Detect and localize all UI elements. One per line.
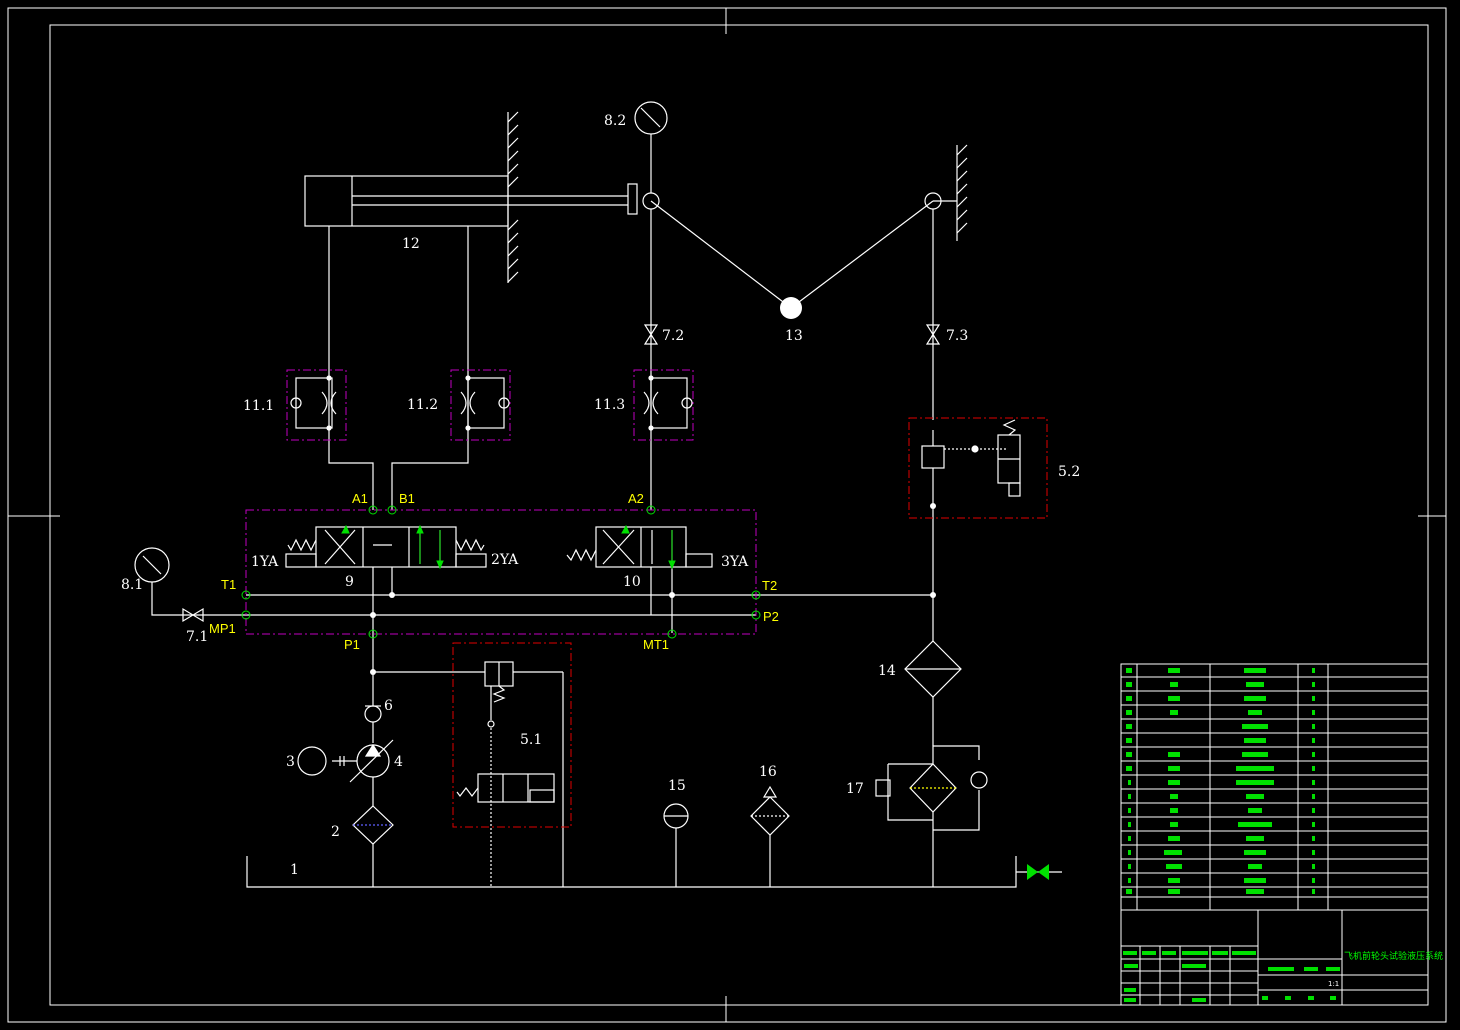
- parts-list-marks: [1123, 668, 1340, 1002]
- label-throttle-11-1: 11.1: [243, 398, 274, 414]
- manifold-block: [245, 509, 757, 635]
- box-5-1: [452, 642, 572, 828]
- label-tank: 1: [290, 862, 299, 878]
- pressure-switch: [875, 779, 891, 797]
- dcv-10: [566, 526, 713, 568]
- label-pump-4: 4: [394, 754, 403, 770]
- wall-hatch-right: [956, 144, 968, 234]
- label-dcv-10: 10: [623, 574, 641, 590]
- label-valve-7-1: 7.1: [186, 629, 208, 645]
- label-return-filter-17: 17: [846, 781, 864, 797]
- relief-valve-5-1: [456, 661, 564, 887]
- label-motor-3: 3: [286, 754, 295, 770]
- label-cylinder-12: 12: [402, 236, 420, 252]
- port-a2: A2: [628, 491, 644, 506]
- scale-value: 1:1: [1328, 980, 1339, 988]
- label-throttle-11-2: 11.2: [407, 397, 438, 413]
- relief-valve-5-2: [921, 419, 1021, 506]
- filter-17: [909, 763, 957, 813]
- label-valve-7-3: 7.3: [946, 328, 968, 344]
- port-p2: P2: [763, 609, 779, 624]
- label-throttle-11-3: 11.3: [594, 397, 625, 413]
- port-p1: P1: [344, 637, 360, 652]
- label-filter-2: 2: [331, 824, 340, 840]
- title-block: [1120, 663, 1429, 1006]
- valve-7-2: [643, 324, 659, 345]
- box-11-3: [633, 369, 694, 441]
- drain-valve: [1027, 864, 1049, 880]
- port-mt1: MT1: [643, 637, 669, 652]
- bypass-check: [970, 771, 988, 789]
- label-valve-7-2: 7.2: [662, 328, 684, 344]
- valve-7-3: [925, 324, 941, 345]
- box-5-2: [908, 417, 1048, 519]
- label-relief-5-1: 5.1: [520, 732, 542, 748]
- label-solenoid-2ya: 2YA: [491, 552, 519, 568]
- drawing-title: 飞机前轮头试验液压系统: [1344, 950, 1443, 962]
- tank-line: [246, 856, 1017, 888]
- label-solenoid-3ya: 3YA: [721, 554, 749, 570]
- box-11-2: [450, 369, 511, 441]
- wall-hatch-left: [507, 111, 519, 283]
- label-check-6: 6: [384, 698, 393, 714]
- label-cooler-14: 14: [878, 663, 896, 679]
- cylinder-body: [304, 175, 509, 227]
- rod-end: [627, 183, 638, 215]
- label-solenoid-1ya: 1YA: [251, 554, 279, 570]
- port-a1: A1: [352, 491, 368, 506]
- label-dcv-9: 9: [345, 574, 354, 590]
- label-gauge-8-2: 8.2: [604, 113, 626, 129]
- port-b1: B1: [399, 491, 415, 506]
- motor-3: [297, 746, 327, 776]
- outer-frame: [7, 7, 1447, 1023]
- port-t2: T2: [762, 578, 777, 593]
- port-mp1: MP1: [209, 621, 236, 636]
- label-thermometer-15: 15: [668, 778, 686, 794]
- label-relief-5-2: 5.2: [1058, 464, 1080, 480]
- centering-marks: [8, 8, 1446, 1022]
- label-air-filter-16: 16: [759, 764, 777, 780]
- check-valve-6: [364, 705, 382, 723]
- label-gauge-8-1: 8.1: [121, 577, 143, 593]
- port-t1: T1: [221, 577, 236, 592]
- mass-13: [780, 297, 802, 319]
- label-mass-13: 13: [785, 328, 803, 344]
- throttle-check-11-1: [290, 375, 337, 431]
- throttle-check-11-2: [460, 375, 510, 431]
- inner-frame: [49, 24, 1429, 1006]
- valve-7-1: [182, 607, 204, 623]
- dcv-9: [285, 526, 487, 568]
- throttle-check-11-3: [643, 375, 693, 431]
